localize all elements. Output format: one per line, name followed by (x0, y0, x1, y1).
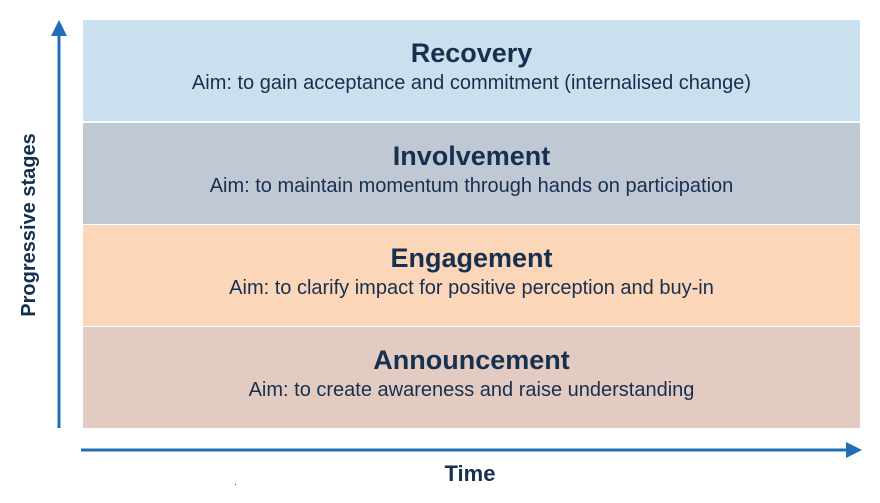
stage-recovery: Recovery Aim: to gain acceptance and com… (83, 20, 860, 121)
stage-involvement: Involvement Aim: to maintain momentum th… (83, 123, 860, 224)
stage-title: Engagement (390, 243, 553, 273)
stage-aim: Aim: to clarify impact for positive perc… (229, 277, 714, 299)
stage-aim: Aim: to maintain momentum through hands … (209, 175, 734, 197)
x-axis-arrowhead (846, 442, 862, 458)
stage-title: Recovery (410, 38, 533, 68)
stage-title: Announcement (373, 345, 570, 375)
stage-title: Involvement (392, 141, 551, 171)
stage-aim: Aim: to create awareness and raise under… (248, 379, 695, 401)
stage-announcement: Announcement Aim: to create awareness an… (83, 327, 860, 428)
footnote-mark: . (234, 477, 237, 488)
stage-engagement: Engagement Aim: to clarify impact for po… (83, 225, 860, 326)
y-axis-arrowhead (51, 20, 67, 36)
stage-aim: Aim: to gain acceptance and commitment (… (191, 72, 752, 94)
y-axis-label: Progressive stages (18, 133, 40, 317)
x-axis-label: Time (444, 461, 496, 486)
